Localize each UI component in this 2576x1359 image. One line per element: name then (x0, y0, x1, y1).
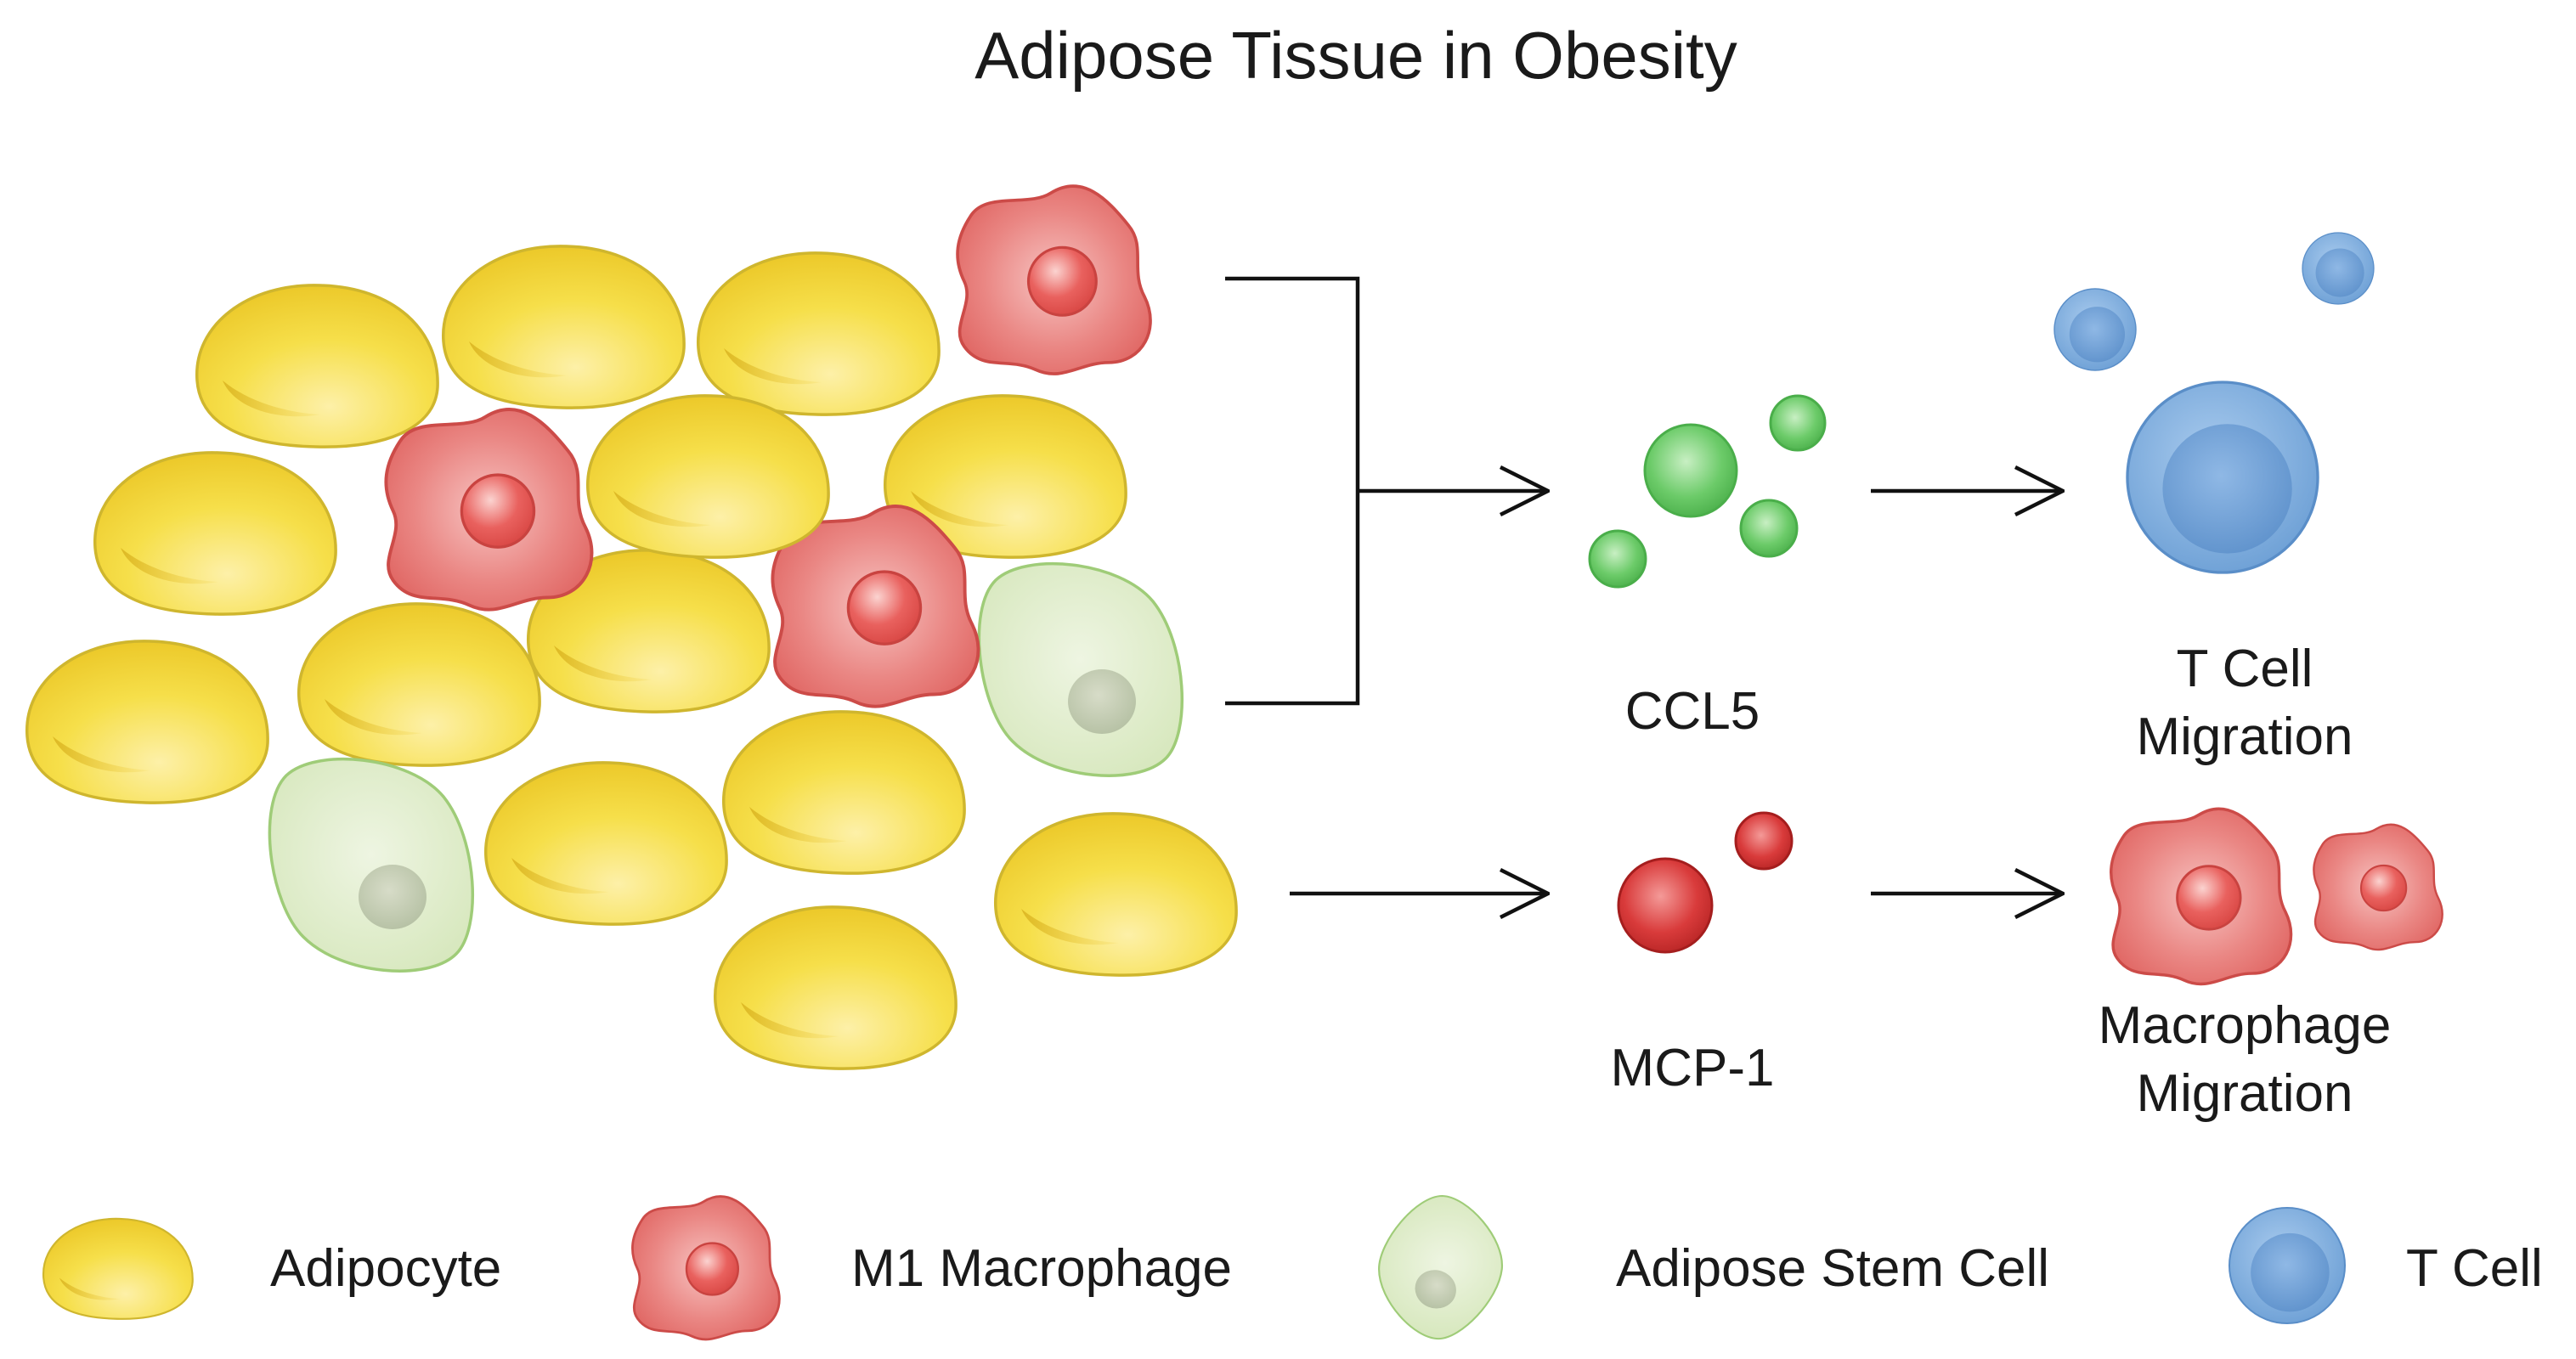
macrophage-icon (2110, 807, 2293, 986)
adipocyte-icon (25, 640, 269, 804)
legend-label-m1-macrophage: M1 Macrophage (851, 1239, 1232, 1298)
chemokine-dot-icon (1739, 499, 1799, 558)
legend-label-adipose-stem-cell: Adipose Stem Cell (1616, 1239, 2049, 1298)
adipocyte-icon (42, 1217, 194, 1320)
stem-cell-icon (977, 561, 1184, 777)
chemokine-dot-icon (1588, 529, 1647, 589)
legend: Adipocyte M1 Macrophage Adipose Stem Cel… (42, 1181, 2543, 1354)
macrophage-group (2110, 807, 2443, 986)
t-cell-icon (2302, 232, 2375, 305)
macrophage-icon (384, 407, 594, 612)
chemokine-dot-icon (1769, 394, 1827, 452)
adipocyte-icon (93, 451, 337, 616)
mcp1-chemokines (1617, 811, 1794, 954)
ccl5-chemokines (1588, 394, 1827, 589)
macrophage-icon (956, 184, 1152, 375)
legend-label-adipocyte: Adipocyte (270, 1239, 501, 1298)
legend-label-t-cell: T Cell (2406, 1239, 2543, 1298)
mcp1-label: MCP-1 (1611, 1039, 1775, 1097)
pathway-arrows (1225, 276, 2063, 894)
t-cell-icon (2053, 288, 2137, 371)
chemokine-dot-icon (1734, 811, 1794, 871)
adipocyte-icon (297, 602, 541, 767)
adipocyte-icon (993, 812, 1238, 977)
adipocyte-icon (195, 284, 439, 448)
adipocyte-icon (696, 251, 941, 416)
adipocyte-icon (441, 245, 686, 409)
ccl5-label: CCL5 (1625, 682, 1760, 741)
bracket-line (1225, 276, 1360, 706)
t-cell-icon (2228, 1206, 2347, 1325)
adipocyte-icon (585, 394, 830, 559)
t-cell-group (2053, 232, 2375, 574)
stem-cell-icon (1348, 1181, 1533, 1354)
chemokine-dot-icon (1643, 423, 1738, 518)
adipose-tissue-cluster (25, 184, 1238, 1070)
chemokine-dot-icon (1617, 857, 1714, 954)
t-cell-migration-label: Migration (2137, 708, 2353, 766)
page-title: Adipose Tissue in Obesity (974, 18, 1737, 93)
adipocyte-icon (713, 905, 958, 1070)
adipocyte-icon (483, 761, 728, 926)
macrophage-icon (2313, 823, 2443, 951)
stem-cell-icon (268, 757, 475, 973)
adipocyte-icon (721, 710, 966, 875)
macrophage-migration-label: Macrophage (2099, 996, 2392, 1055)
macrophage-migration-label: Migration (2137, 1064, 2353, 1123)
macrophage-icon (631, 1195, 781, 1341)
t-cell-migration-label: T Cell (2177, 640, 2313, 698)
t-cell-icon (2126, 381, 2319, 574)
